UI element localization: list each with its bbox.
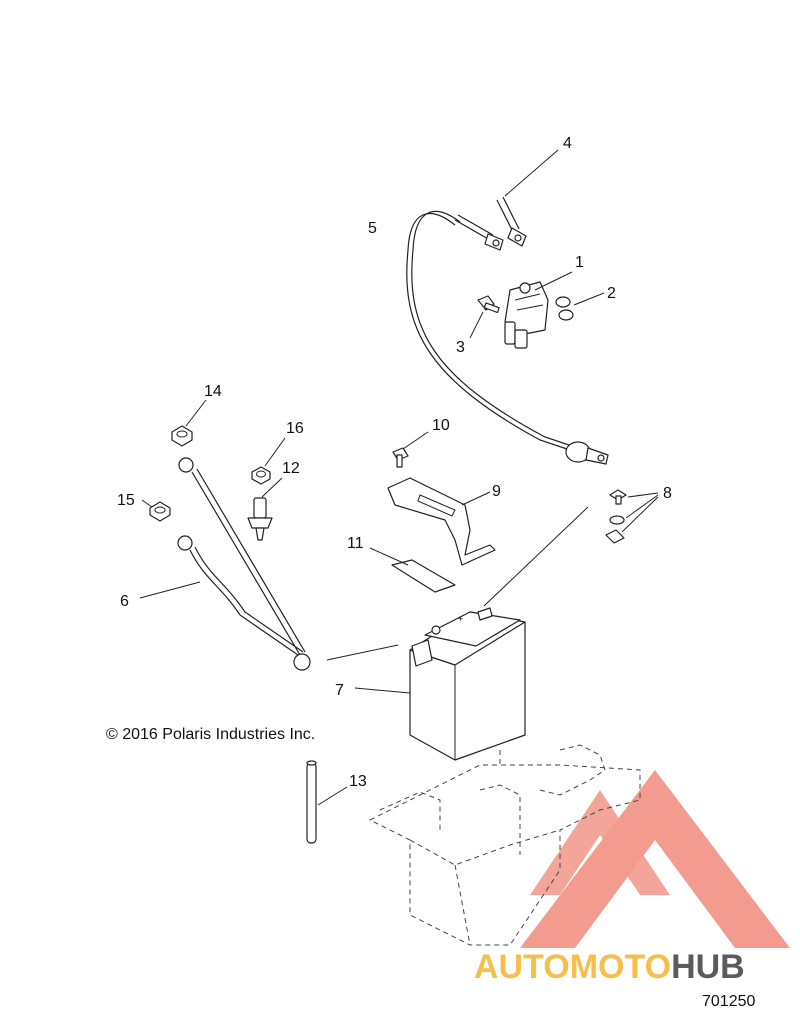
part-8-hardware	[605, 489, 659, 544]
callout-4: 4	[563, 135, 572, 152]
part-15-nut	[141, 499, 171, 522]
part-6-cables	[139, 457, 311, 671]
part-3-screw	[469, 295, 500, 339]
callout-8: 8	[663, 485, 672, 502]
watermark-text-part1: AUTOMOTO	[474, 948, 671, 986]
callout-10: 10	[432, 417, 450, 434]
part-7-battery: +	[326, 506, 589, 761]
copyright-notice: © 2016 Polaris Industries Inc.	[106, 726, 315, 743]
callout-15: 15	[117, 492, 135, 509]
watermark-inner-icon	[530, 790, 670, 895]
callout-2: 2	[607, 285, 616, 302]
callout-7: 7	[335, 682, 344, 699]
callout-13: 13	[349, 773, 367, 790]
part-16-nut	[251, 437, 286, 485]
part-14-nut	[171, 399, 207, 447]
battery-tray	[368, 744, 641, 946]
figure-number: 701250	[702, 993, 755, 1010]
watermark-text-part2: HUB	[671, 948, 745, 986]
watermark-triangle-icon	[520, 770, 790, 948]
part-10-bolt	[392, 431, 429, 468]
part-5-cable	[406, 210, 609, 465]
callout-labels: 1 2 3 4 5 6 7 8 9 10 11 12 13 14 15 16	[117, 135, 672, 790]
callout-16: 16	[286, 420, 304, 437]
callout-5: 5	[368, 220, 377, 237]
part-1-relay	[504, 271, 573, 349]
part-9-bracket	[387, 477, 496, 566]
watermark-text: AUTOMOTOHUB	[474, 948, 745, 986]
callout-11: 11	[347, 535, 364, 552]
svg-text:+: +	[458, 614, 463, 624]
part-4-cables	[454, 149, 559, 251]
part-13-rod	[306, 760, 348, 844]
callout-14: 14	[204, 383, 222, 400]
callout-6: 6	[120, 593, 129, 610]
part-11-pad	[369, 547, 456, 593]
part-12-stud	[247, 477, 283, 541]
part-2-nuts	[555, 292, 605, 321]
callout-12: 12	[282, 460, 300, 477]
callout-3: 3	[456, 339, 465, 356]
watermark-logo	[520, 770, 790, 948]
callout-9: 9	[492, 483, 501, 500]
callout-1: 1	[575, 254, 584, 271]
